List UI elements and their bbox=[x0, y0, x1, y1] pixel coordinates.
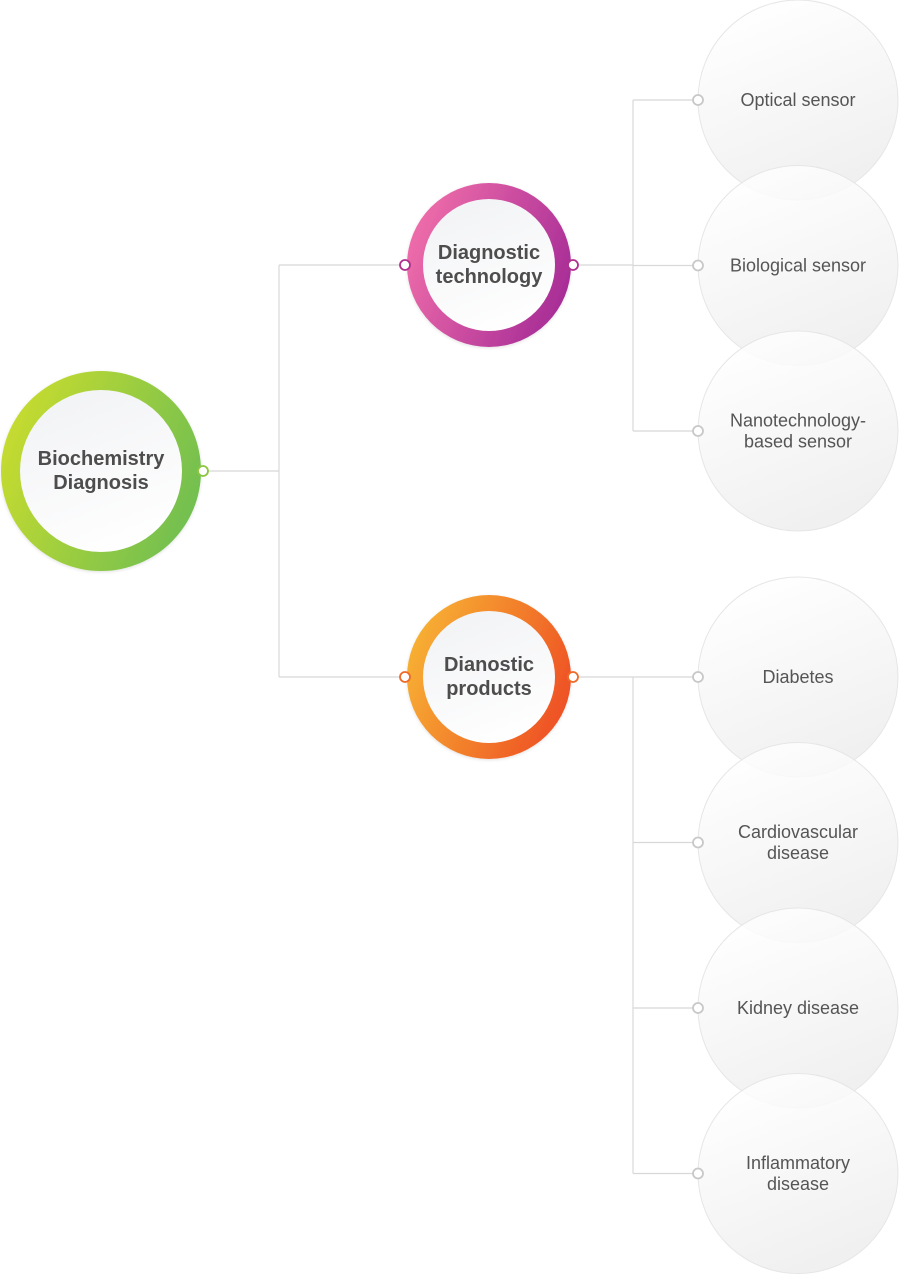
leaf-node-technology-3: Nanotechnology-based sensor bbox=[697, 330, 899, 532]
leaf-node-technology-2: Biological sensor bbox=[697, 165, 899, 366]
leaf-dot-products-4 bbox=[692, 1167, 704, 1180]
root-dot bbox=[197, 465, 209, 477]
leaf-node-products-4-label-line-2: disease bbox=[767, 1174, 829, 1194]
leaf-node-technology-3-label: Nanotechnology-based sensor bbox=[730, 411, 866, 452]
branch-node-products-label-line-1: Dianostic bbox=[444, 654, 534, 676]
leaf-dot-technology-2 bbox=[692, 259, 704, 272]
leaf-dot-products-3 bbox=[692, 1002, 704, 1014]
leaf-node-technology-3-label-line-1: Nanotechnology- bbox=[730, 411, 866, 431]
connector-lines bbox=[203, 99, 698, 1175]
branch-node-products-center bbox=[423, 611, 555, 743]
branch-dot-right-products bbox=[567, 671, 579, 683]
leaf-node-technology-1-label: Optical sensor bbox=[740, 90, 855, 110]
leaf-node-technology-1-label-line-1: Optical sensor bbox=[740, 90, 855, 110]
branch-node-technology-label-line-2: technology bbox=[436, 266, 544, 288]
leaf-node-products-1-label: Diabetes bbox=[762, 667, 833, 687]
leaf-dot-products-1 bbox=[692, 671, 704, 683]
root-node-label-line-1: Biochemistry bbox=[38, 448, 166, 470]
leaf-node-products-3-label: Kidney disease bbox=[737, 998, 859, 1018]
leaf-node-products-1-label-line-1: Diabetes bbox=[762, 667, 833, 687]
branch-node-technology-center bbox=[423, 199, 555, 331]
leaf-node-technology-2-label: Biological sensor bbox=[730, 256, 866, 276]
root-node-label-line-2: Diagnosis bbox=[53, 472, 149, 494]
leaf-dot-technology-1 bbox=[692, 94, 704, 106]
branch-dot-left-technology bbox=[399, 259, 411, 271]
branch-dot-right-technology bbox=[567, 259, 579, 271]
leaf-node-technology-2-label-line-1: Biological sensor bbox=[730, 256, 866, 276]
leaf-dot-technology-3 bbox=[692, 425, 704, 437]
leaf-node-products-2-label-line-2: disease bbox=[767, 843, 829, 863]
leaf-dot-products-2 bbox=[692, 836, 704, 849]
branch-node-products-label-line-2: products bbox=[446, 678, 532, 700]
leaf-node-technology-3-label-line-2: based sensor bbox=[744, 432, 852, 452]
branch-dot-left-products bbox=[399, 671, 411, 683]
leaf-node-products-4-label-line-1: Inflammatory bbox=[746, 1153, 850, 1173]
root-node-center bbox=[20, 390, 182, 552]
leaf-node-products-3-label-line-1: Kidney disease bbox=[737, 998, 859, 1018]
leaf-node-products-2-label-line-1: Cardiovascular bbox=[738, 822, 858, 842]
branch-node-technology-label-line-1: Diagnostic bbox=[438, 242, 540, 264]
